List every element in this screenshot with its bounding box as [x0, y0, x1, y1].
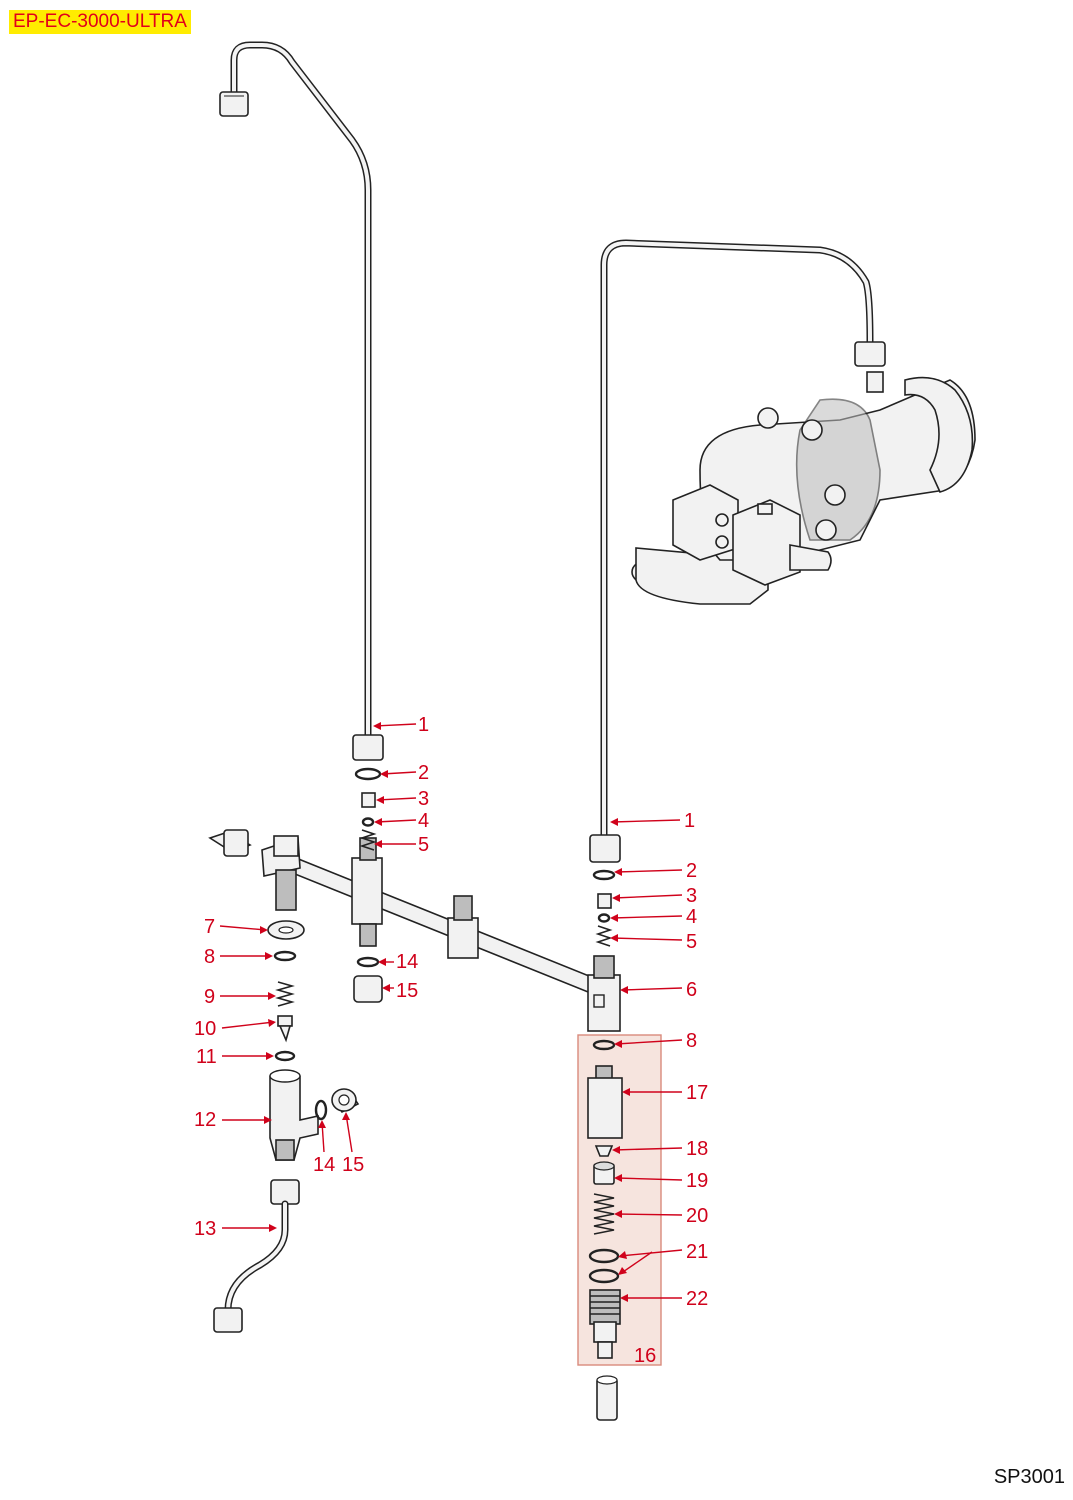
callout-8-left: 8 [204, 946, 215, 968]
callout-3-left: 3 [418, 788, 429, 810]
callout-11: 11 [196, 1046, 217, 1068]
callout-4-right: 4 [686, 906, 697, 928]
pump-assembly [631, 371, 976, 605]
callout-9: 9 [204, 986, 215, 1008]
right-long-pipe [589, 239, 886, 863]
callout-17: 17 [686, 1082, 708, 1104]
callout-19: 19 [686, 1170, 708, 1192]
callout-6: 6 [686, 979, 697, 1001]
callout-20: 20 [686, 1205, 708, 1227]
right-stack-parts [592, 869, 616, 947]
callout-15-top: 15 [396, 980, 418, 1002]
model-title-badge: EP-EC-3000-ULTRA [9, 10, 191, 34]
callout-13: 13 [194, 1218, 216, 1240]
callout-1-right: 1 [684, 810, 695, 832]
callout-2-right: 2 [686, 860, 697, 882]
callout-15-bottom: 15 [342, 1154, 364, 1176]
left-long-pipe [219, 41, 384, 761]
callout-22: 22 [686, 1288, 708, 1310]
callout-18: 18 [686, 1138, 708, 1160]
callout-16: 16 [634, 1345, 656, 1367]
callout-5-left: 5 [418, 834, 429, 856]
callout-14-bottom: 14 [313, 1154, 335, 1176]
leader-arrowheads [260, 722, 630, 1302]
sheet-code: SP3001 [993, 1466, 1065, 1488]
manifold-bar [208, 829, 621, 1032]
callout-10: 10 [194, 1018, 216, 1040]
callout-7: 7 [204, 916, 215, 938]
callout-3-right: 3 [686, 885, 697, 907]
callout-1-left: 1 [418, 714, 429, 736]
callout-21: 21 [686, 1241, 708, 1263]
right-cartridge-parts [587, 1039, 623, 1421]
callout-14-top: 14 [396, 951, 418, 973]
callout-8-right: 8 [686, 1030, 697, 1052]
callout-5-right: 5 [686, 931, 697, 953]
callout-4-left: 4 [418, 810, 429, 832]
left-stack-parts [353, 767, 383, 1003]
left-valve-parts [213, 920, 360, 1333]
callout-12: 12 [194, 1109, 216, 1131]
leader-lines [219, 723, 683, 1299]
callout-2-left: 2 [418, 762, 429, 784]
